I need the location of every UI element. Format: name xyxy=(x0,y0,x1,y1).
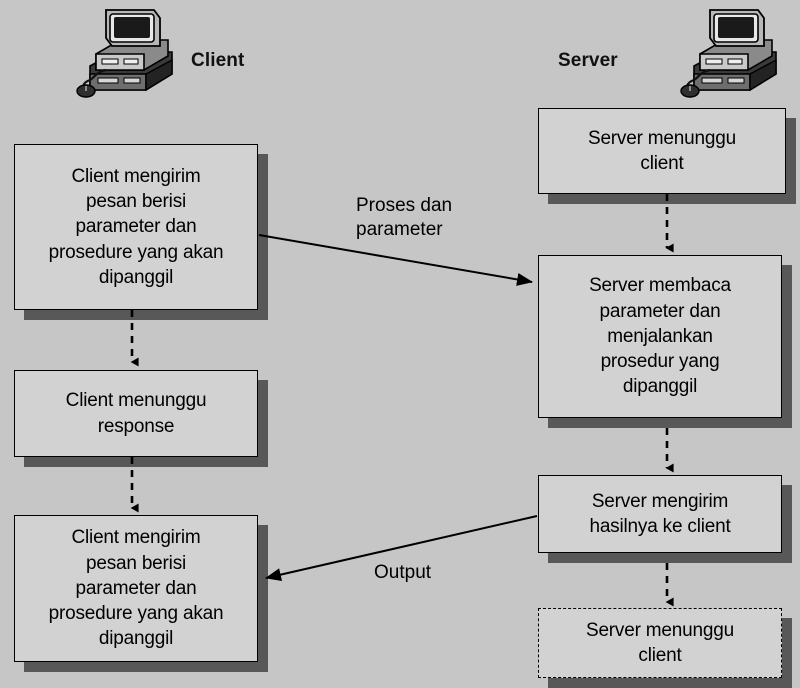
request-edge-label-text: Proses dan parameter xyxy=(356,195,453,241)
server-send-node[interactable]: Server mengirim hasilnya ke client xyxy=(538,475,782,553)
server-send-text: Server mengirim hasilnya ke client xyxy=(589,490,731,537)
server-read-node[interactable]: Server membaca parameter dan menjalankan… xyxy=(538,255,782,418)
client-wait-node[interactable]: Client menunggu response xyxy=(14,370,258,457)
client-send-2-text: Client mengirim pesan berisi parameter d… xyxy=(48,527,224,650)
client-send-1-node[interactable]: Client mengirim pesan berisi parameter d… xyxy=(14,144,258,310)
client-send-2-node[interactable]: Client mengirim pesan berisi parameter d… xyxy=(14,515,258,662)
server-endpoint-label: Server xyxy=(558,50,618,71)
response-edge-label: Output xyxy=(374,561,431,585)
server-wait-2-text: Server menunggu client xyxy=(585,619,735,666)
request-edge-label: Proses dan parameter xyxy=(356,194,452,243)
server-wait-1-text: Server menunggu client xyxy=(587,127,737,174)
response-edge-label-text: Output xyxy=(374,562,432,583)
server-wait-2-node[interactable]: Server menunggu client xyxy=(538,608,782,678)
client-endpoint-label: Client xyxy=(191,50,245,71)
client-wait-text: Client menunggu response xyxy=(65,390,207,437)
server-computer-icon xyxy=(676,4,786,100)
server-read-text: Server membaca parameter dan menjalankan… xyxy=(589,275,731,398)
client-send-1-text: Client mengirim pesan berisi parameter d… xyxy=(48,165,224,288)
client-computer-icon xyxy=(72,4,182,100)
server-wait-1-node[interactable]: Server menunggu client xyxy=(538,108,786,194)
